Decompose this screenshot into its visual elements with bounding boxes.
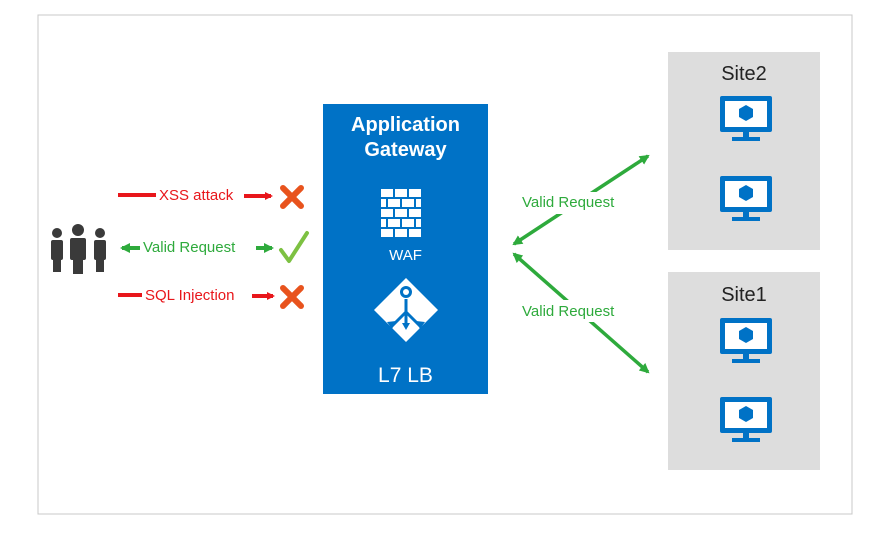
label-bg <box>518 300 638 322</box>
vm-monitor-icon <box>720 176 772 221</box>
check-icon <box>279 231 309 263</box>
gateway-title: Application Gateway <box>323 113 488 163</box>
firewall-icon <box>381 189 421 237</box>
site2-valid-request-label: Valid Request <box>522 194 615 211</box>
waf-label: WAF <box>389 247 422 264</box>
blocked-x-icon <box>280 185 304 209</box>
xss-attack-label: XSS attack <box>159 187 234 204</box>
vm-monitor-icon <box>720 397 772 442</box>
lb-label: L7 LB <box>378 364 433 387</box>
gateway-title-line2: Gateway <box>364 139 447 161</box>
vm-monitor-icon <box>720 318 772 363</box>
users-icon <box>51 224 106 274</box>
site1-valid-request-label: Valid Request <box>522 303 615 320</box>
valid-request-label: Valid Request <box>143 239 236 256</box>
vm-monitor-icon <box>720 96 772 141</box>
site1-label: Site1 <box>721 284 767 306</box>
load-balancer-icon <box>374 278 438 342</box>
label-bg <box>518 192 638 214</box>
application-gateway-box <box>323 104 488 394</box>
blocked-x-icon <box>280 285 304 309</box>
gateway-title-line1: Application <box>351 114 460 136</box>
sql-injection-label: SQL Injection <box>145 287 235 304</box>
site2-label: Site2 <box>721 63 767 85</box>
